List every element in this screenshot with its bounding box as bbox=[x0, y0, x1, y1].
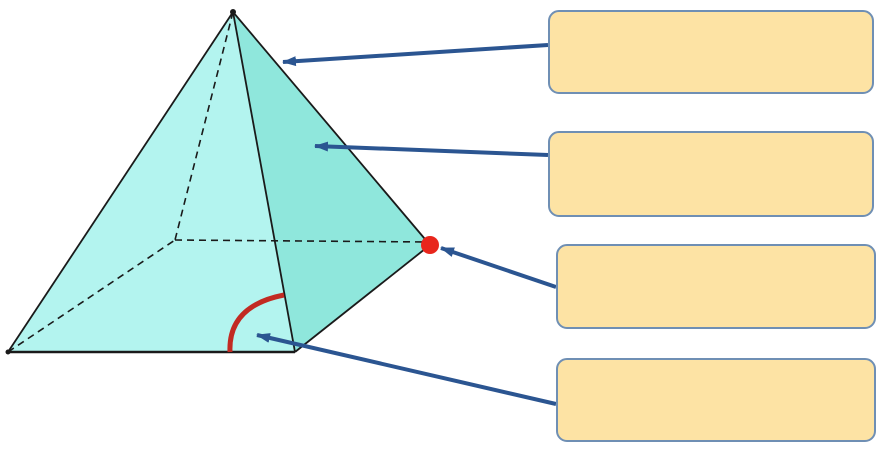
arrow-to-angle bbox=[256, 333, 557, 406]
pyramid-side-face bbox=[233, 12, 430, 352]
arrow-to-vertex bbox=[440, 246, 557, 289]
hidden-edge-apex bbox=[174, 11, 234, 241]
hidden-edge-base-back bbox=[174, 239, 431, 243]
angle-arc bbox=[227, 292, 285, 353]
arrow-to-apex bbox=[282, 43, 549, 67]
label-box-angle[interactable] bbox=[556, 358, 876, 442]
pyramid-front-face bbox=[8, 12, 295, 352]
edge-apex-left bbox=[7, 11, 234, 353]
apex-point bbox=[230, 9, 236, 15]
arrow-to-face bbox=[314, 141, 549, 157]
edge-base-right bbox=[294, 244, 431, 353]
vertex-dot bbox=[421, 236, 439, 254]
label-box-vertex[interactable] bbox=[556, 244, 876, 329]
hidden-edge-base-left bbox=[7, 239, 176, 353]
edge-apex-front bbox=[232, 11, 296, 353]
base-vertex-left bbox=[5, 349, 11, 355]
edge-apex-right bbox=[232, 11, 431, 246]
label-box-apex[interactable] bbox=[548, 10, 874, 94]
label-box-face[interactable] bbox=[548, 131, 874, 217]
